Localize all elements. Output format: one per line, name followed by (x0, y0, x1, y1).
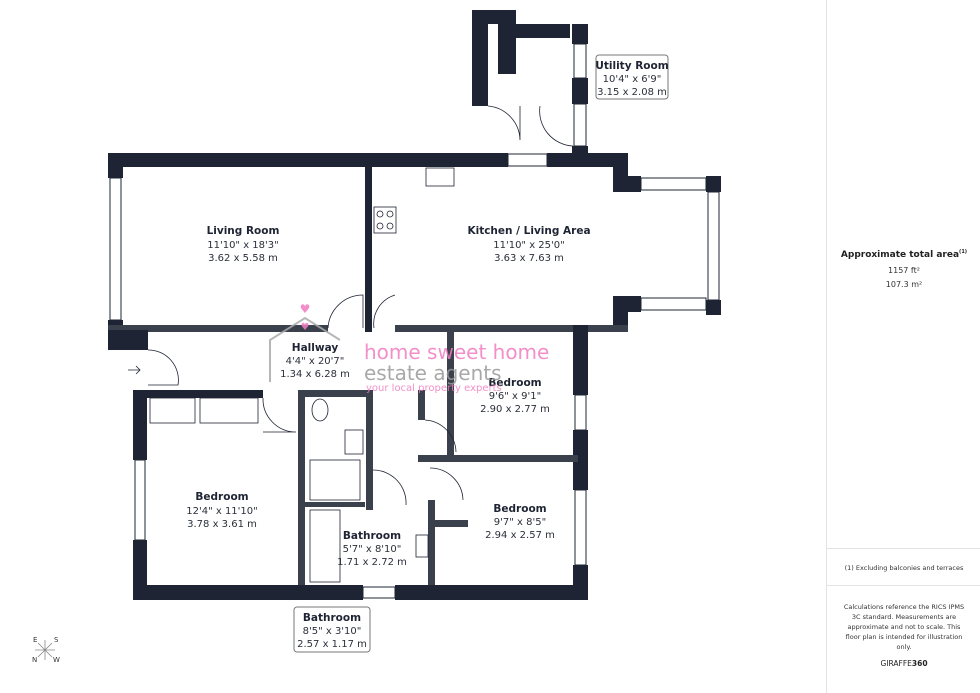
floor-plan: Living Room 11'10" x 18'3" 3.62 x 5.58 m… (32, 10, 721, 664)
windows (109, 43, 720, 599)
room-size-metric: 3.78 x 3.61 m (187, 519, 257, 530)
heart-icon: ♥ (301, 322, 310, 333)
room-size-imperial: 9'7" x 8'5" (494, 517, 546, 528)
room-size-imperial: 10'4" x 6'9" (603, 74, 662, 85)
room-size-metric: 2.57 x 1.17 m (297, 639, 367, 650)
watermark-line-3: your local property experts (366, 383, 502, 394)
room-size-metric: 2.90 x 2.77 m (480, 404, 550, 415)
divider (827, 548, 980, 549)
area-title: Approximate total area(1) (840, 249, 968, 260)
compass-s: S (54, 636, 59, 644)
basin-icon (344, 429, 364, 455)
room-size-metric: 3.62 x 5.58 m (208, 253, 278, 264)
room-label-bedroom-1: Bedroom 9'6" x 9'1" 2.90 x 2.77 m (480, 377, 550, 415)
room-tag-utility: Utility Room 10'4" x 6'9" 3.15 x 2.08 m (595, 54, 669, 100)
room-label-bedroom-3: Bedroom 9'7" x 8'5" 2.94 x 2.57 m (485, 503, 555, 541)
bath-icon (309, 509, 341, 583)
room-size-imperial: 11'10" x 25'0" (493, 240, 565, 251)
basin-icon (415, 534, 429, 558)
room-name: Bedroom (493, 503, 546, 515)
sink-icon (425, 167, 455, 187)
room-name: Utility Room (595, 60, 668, 72)
room-label-hallway: Hallway 4'4" x 20'7" 1.34 x 6.28 m (280, 342, 350, 380)
room-size-imperial: 9'6" x 9'1" (489, 391, 541, 402)
room-label-bedroom-2: Bedroom 12'4" x 11'10" 3.78 x 3.61 m (186, 491, 258, 530)
compass-w: W (53, 656, 60, 664)
room-size-imperial: 12'4" x 11'10" (186, 506, 258, 517)
info-panel: Approximate total area(1) 1157 ft² 107.3… (826, 0, 980, 693)
room-name: Bedroom (195, 491, 248, 503)
fixtures (149, 167, 455, 583)
area-ft: 1157 ft² (888, 266, 920, 275)
room-size-metric: 3.63 x 7.63 m (494, 253, 564, 264)
wardrobe-icon (149, 397, 196, 424)
compass-e: E (33, 636, 37, 644)
room-label-bathroom-1: Bathroom 5'7" x 8'10" 1.71 x 2.72 m (337, 530, 407, 568)
room-name: Bathroom (303, 612, 361, 624)
disclaimer: Calculations reference the RICS IPMS 3C … (843, 603, 965, 651)
heart-icon: ♥ (300, 302, 311, 316)
doors (128, 105, 574, 506)
wardrobe-icon (199, 397, 259, 424)
watermark-logo: ♥ ♥ home sweet home estate agents your l… (269, 302, 549, 394)
entrance-arrow-icon (128, 365, 141, 375)
room-label-kitchen: Kitchen / Living Area 11'10" x 25'0" 3.6… (467, 225, 590, 264)
compass-icon: E S N W (32, 636, 60, 664)
room-size-metric: 2.94 x 2.57 m (485, 530, 555, 541)
watermark-line-2: estate agents (364, 361, 502, 385)
room-name: Hallway (292, 342, 339, 354)
footnote: (1) Excluding balconies and terraces (844, 564, 964, 572)
toilet-icon (311, 398, 329, 422)
room-name: Kitchen / Living Area (467, 225, 590, 237)
room-size-metric: 1.34 x 6.28 m (280, 369, 350, 380)
room-tag-bathroom-2: Bathroom 8'5" x 3'10" 2.57 x 1.17 m (293, 606, 371, 653)
divider (827, 585, 980, 586)
hob-icon (373, 206, 397, 234)
room-name: Bathroom (343, 530, 401, 542)
room-name: Living Room (207, 225, 280, 237)
room-size-metric: 1.71 x 2.72 m (337, 557, 407, 568)
area-m: 107.3 m² (885, 280, 923, 289)
room-size-imperial: 4'4" x 20'7" (286, 356, 345, 367)
shower-icon (309, 459, 361, 501)
room-size-imperial: 8'5" x 3'10" (303, 626, 362, 637)
compass-n: N (32, 656, 37, 664)
room-size-metric: 3.15 x 2.08 m (597, 87, 667, 98)
house-outline-icon (269, 316, 341, 382)
brand-logo: GIRAFFE360 (880, 659, 928, 668)
room-name: Bedroom (488, 377, 541, 389)
room-size-imperial: 11'10" x 18'3" (207, 240, 279, 251)
room-label-living: Living Room 11'10" x 18'3" 3.62 x 5.58 m (207, 225, 280, 264)
room-size-imperial: 5'7" x 8'10" (343, 544, 402, 555)
walls (108, 10, 721, 600)
watermark-line-1: home sweet home (364, 340, 549, 364)
